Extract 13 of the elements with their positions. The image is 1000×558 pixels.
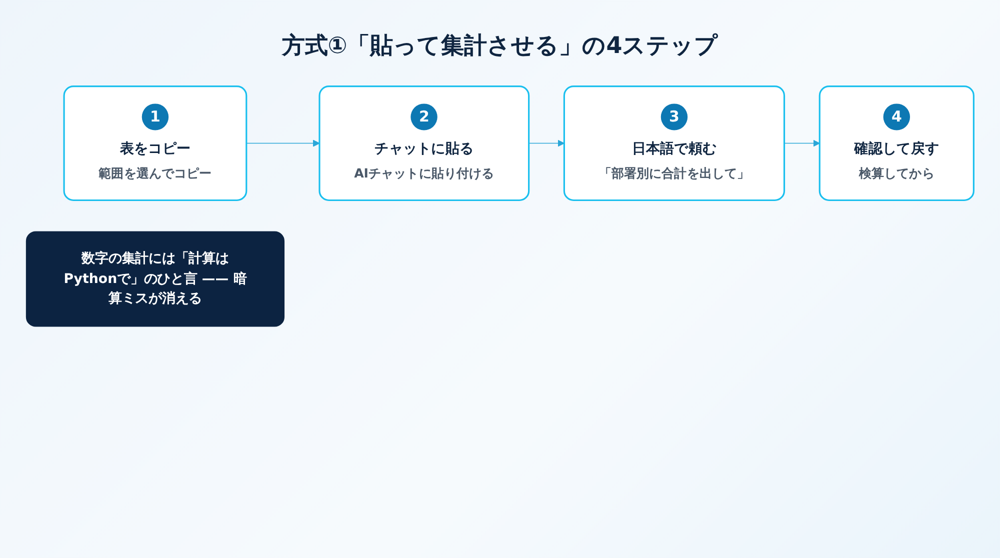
step-description: AIチャットに貼り付ける: [354, 164, 494, 183]
step-title: 確認して戻す: [854, 140, 940, 160]
step-description: 検算してから: [858, 164, 934, 183]
step-title: 表をコピー: [120, 140, 191, 160]
step-description: 範囲を選んでコピー: [98, 164, 212, 183]
arrow: [528, 140, 564, 147]
arrow: [246, 140, 320, 147]
step-title: 日本語で頼む: [632, 140, 717, 160]
title: 方式①「貼って集計させる」の4ステップ: [280, 32, 720, 61]
step-description: 「部署別に合計を出して」: [598, 164, 750, 183]
banner-text: 数字の集計には「計算はPythonで」のひと言 —— 暗算ミスが消える: [62, 250, 248, 308]
arrow: [784, 140, 820, 147]
step-title: チャットに貼る: [374, 140, 474, 160]
